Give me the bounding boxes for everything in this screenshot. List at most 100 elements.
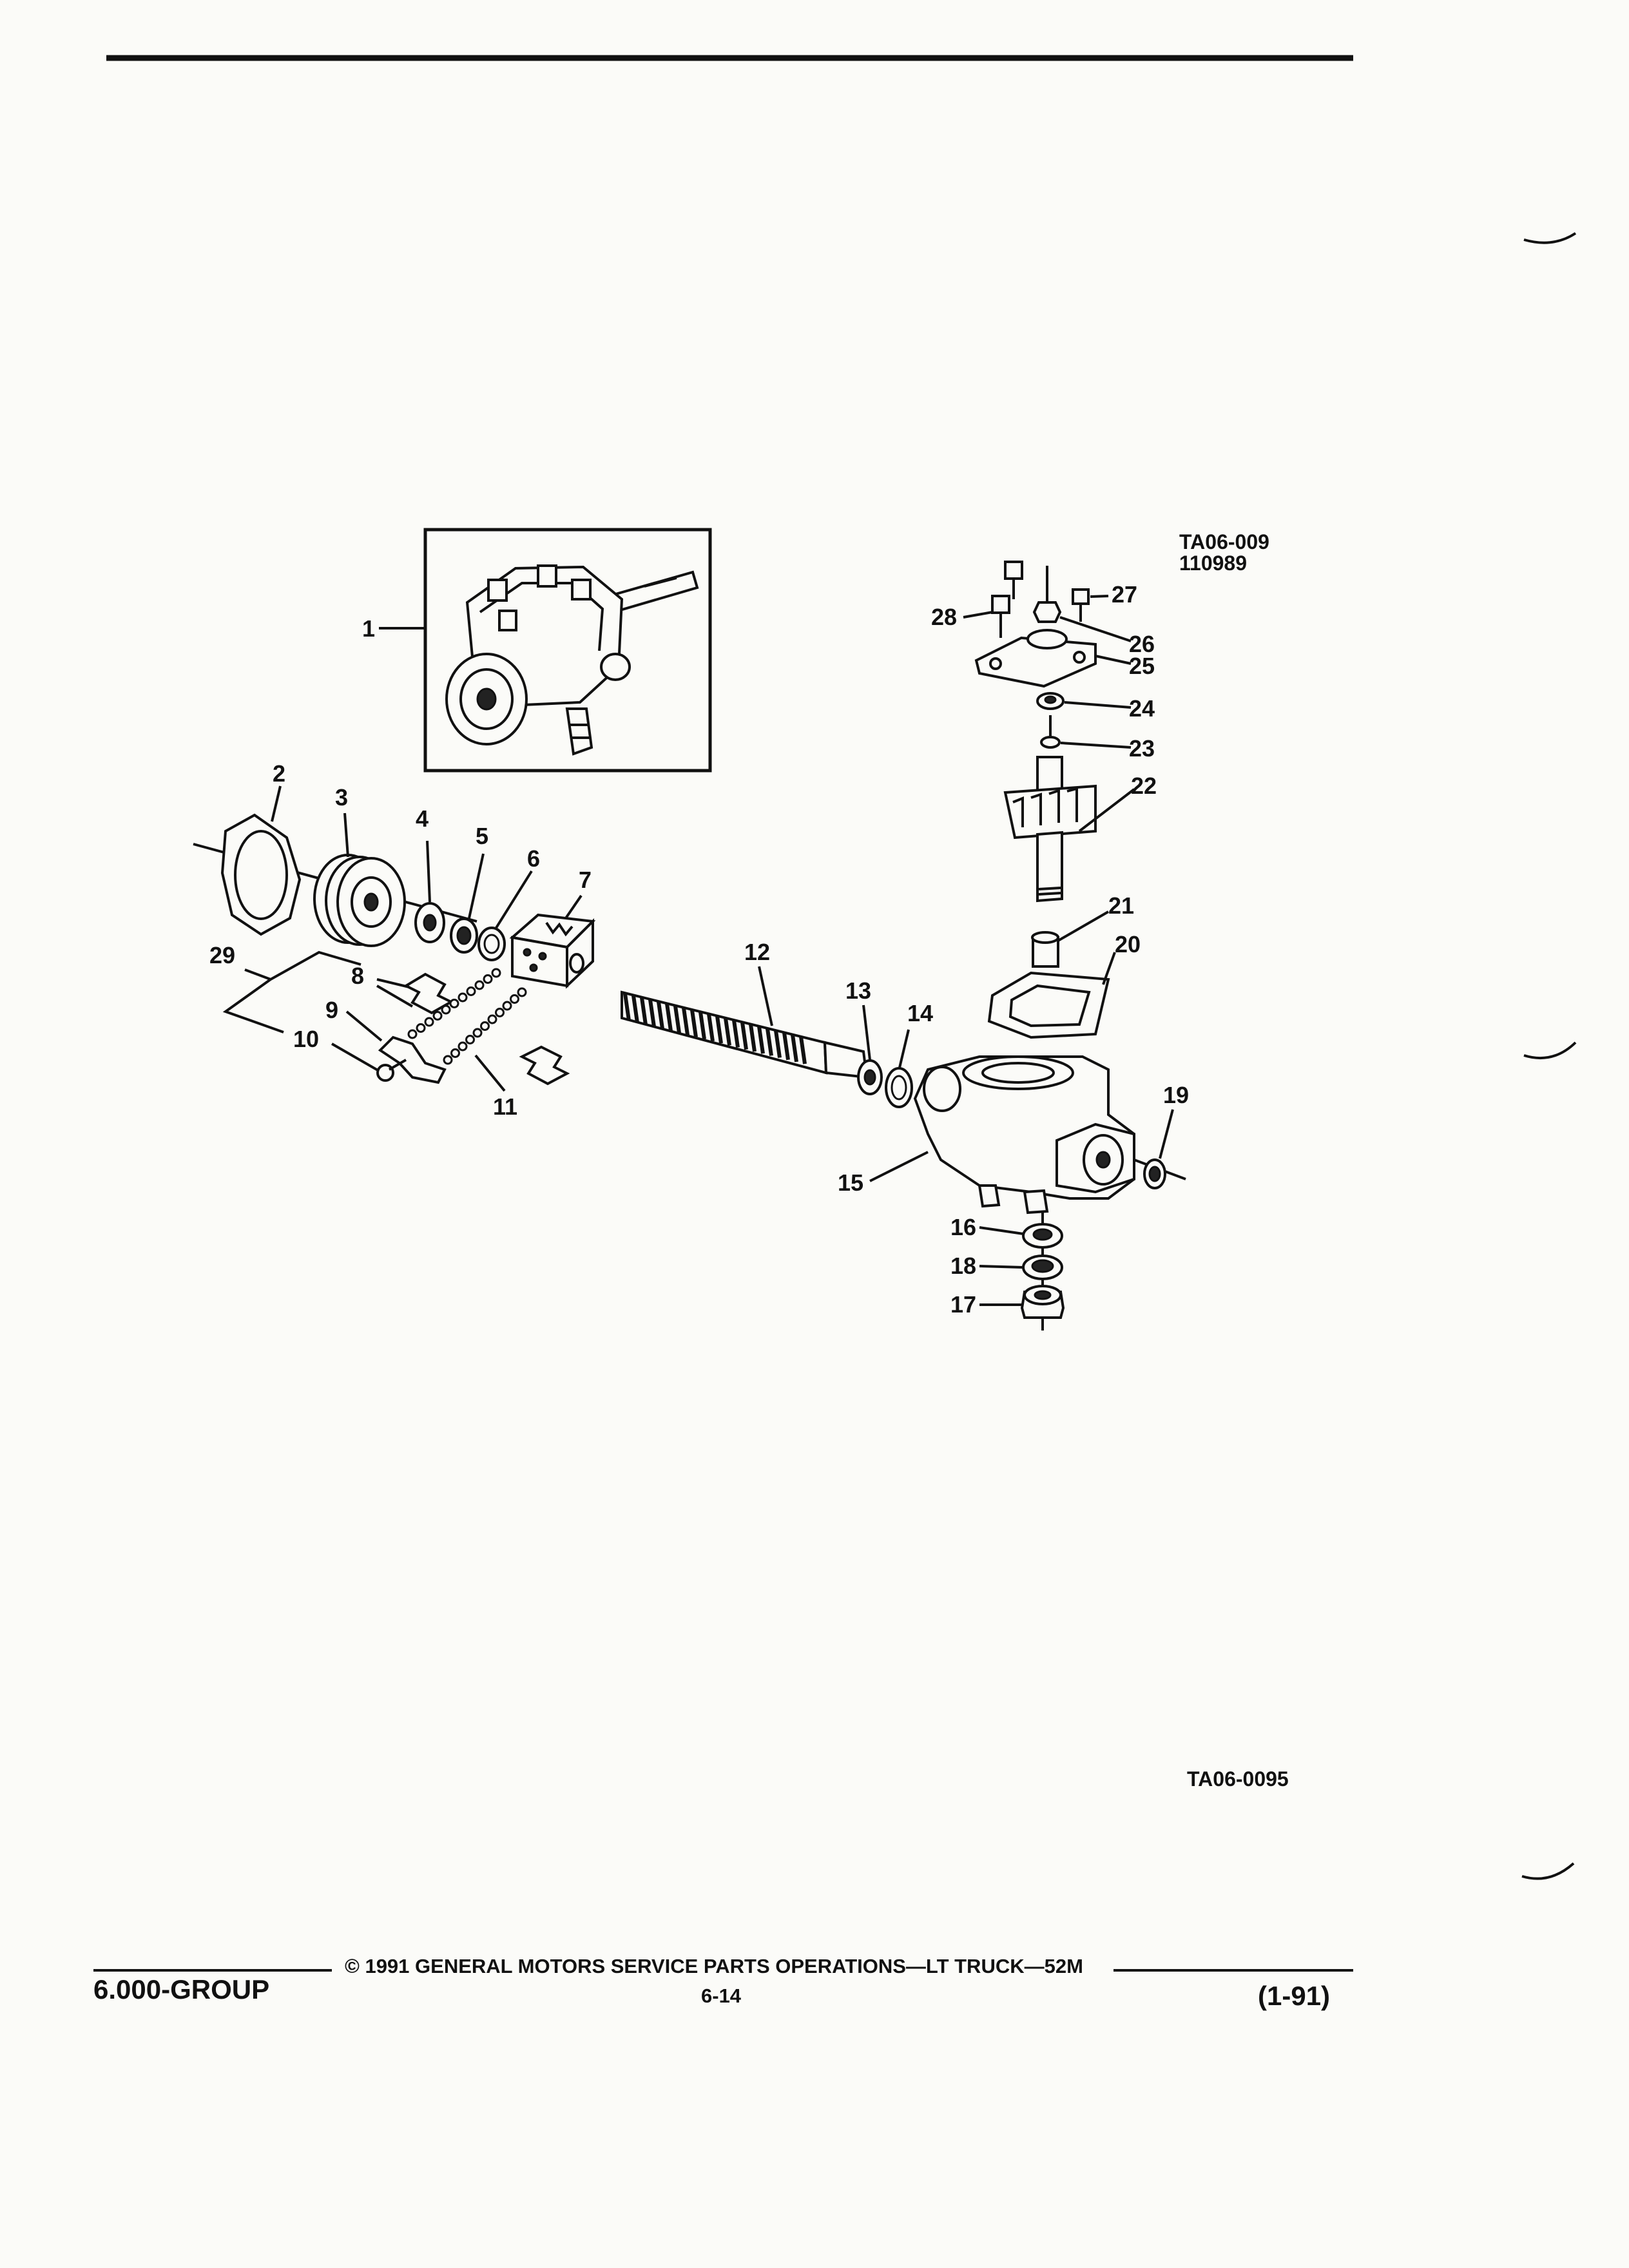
part-3-adjuster-plug xyxy=(313,854,406,947)
binding-mark-2 xyxy=(1523,1041,1577,1060)
callout-20: 20 xyxy=(1115,931,1141,957)
ball xyxy=(443,1055,453,1065)
leader-25 xyxy=(1095,655,1132,665)
ball-chain-lower xyxy=(443,987,527,1065)
worm-thread xyxy=(774,1030,782,1059)
ball xyxy=(491,968,501,978)
part-23-washer xyxy=(1040,715,1061,749)
ball xyxy=(449,999,459,1008)
ball xyxy=(474,980,485,990)
ball xyxy=(416,1023,426,1033)
leader-28 xyxy=(963,611,993,619)
leader-23 xyxy=(1060,742,1132,749)
ball xyxy=(466,986,476,996)
worm-thread xyxy=(799,1036,807,1064)
part-9-clamp xyxy=(378,1035,447,1084)
callout-11: 11 xyxy=(493,1093,517,1120)
part-5-washer xyxy=(450,918,478,954)
ball xyxy=(517,987,527,997)
ball xyxy=(472,1028,483,1038)
worm-thread xyxy=(740,1022,748,1050)
leader-21 xyxy=(1057,910,1109,942)
callout-13: 13 xyxy=(845,977,871,1004)
part-10-screw xyxy=(376,1059,407,1082)
leader-5 xyxy=(468,853,485,919)
ball xyxy=(424,1017,434,1027)
callout-23: 23 xyxy=(1129,735,1155,762)
part-19-seal xyxy=(1133,1158,1186,1189)
leader-7 xyxy=(564,894,583,919)
callout-27: 27 xyxy=(1112,581,1137,608)
worm-thread xyxy=(657,1001,664,1030)
callout-26: 26 xyxy=(1129,631,1155,657)
worm-thread xyxy=(749,1024,757,1052)
part-7-block xyxy=(509,913,596,989)
callout-4: 4 xyxy=(416,805,429,832)
worm-thread xyxy=(665,1003,673,1032)
ball xyxy=(441,1004,451,1015)
leader-18 xyxy=(979,1265,1024,1269)
binding-mark-3 xyxy=(1521,1862,1575,1880)
part-2-locknut xyxy=(220,813,302,936)
ball xyxy=(483,974,493,984)
part-26-nut xyxy=(1032,601,1062,623)
leader-24 xyxy=(1064,701,1132,709)
worm-thread xyxy=(699,1012,706,1040)
part-27-screw xyxy=(1072,588,1090,622)
ball xyxy=(502,1001,512,1011)
part-25-side-cover xyxy=(974,629,1097,688)
worm-thread xyxy=(640,997,648,1025)
ball xyxy=(487,1014,497,1024)
worm-thread xyxy=(782,1032,790,1061)
part-6-ring xyxy=(477,927,506,961)
callout-3: 3 xyxy=(335,784,348,811)
ball xyxy=(510,994,519,1004)
leader-9 xyxy=(345,1010,383,1042)
callout-1: 1 xyxy=(362,615,375,642)
leader-27 xyxy=(1090,595,1109,598)
ref-code-2: 110989 xyxy=(1179,552,1247,575)
part-20-gasket xyxy=(987,971,1110,1039)
leader-26 xyxy=(1059,616,1132,642)
ball xyxy=(465,1035,475,1044)
leader-3 xyxy=(343,812,349,858)
worm-thread xyxy=(682,1007,689,1035)
part-24-nut xyxy=(1036,692,1065,710)
leader-19 xyxy=(1159,1109,1174,1159)
part-14-race xyxy=(885,1067,913,1108)
callout-21: 21 xyxy=(1108,892,1134,919)
callout-15: 15 xyxy=(838,1169,863,1196)
inset-frame xyxy=(423,528,712,773)
callout-16: 16 xyxy=(950,1214,976,1240)
worm-thread xyxy=(732,1020,740,1048)
worm-thread xyxy=(715,1015,723,1044)
binding-mark-1 xyxy=(1523,232,1577,244)
leader-20 xyxy=(1102,952,1116,985)
leader-8a xyxy=(376,978,410,988)
callout-12: 12 xyxy=(744,939,770,965)
worm-thread xyxy=(673,1005,681,1033)
worm-thread xyxy=(631,995,639,1023)
leader-15 xyxy=(869,1151,929,1182)
callout-28: 28 xyxy=(931,604,957,630)
part-15-housing xyxy=(913,1055,1135,1215)
callout-25: 25 xyxy=(1129,653,1155,679)
part-4-bearing xyxy=(414,902,445,943)
worm-thread xyxy=(623,993,631,1021)
callout-5: 5 xyxy=(476,823,488,849)
part-18-washer xyxy=(1022,1254,1063,1280)
leader-22 xyxy=(1078,788,1135,832)
part-16-seal xyxy=(1022,1223,1063,1249)
ball xyxy=(432,1011,443,1021)
callout-14: 14 xyxy=(907,1000,933,1026)
leader-12 xyxy=(758,966,773,1026)
footer-copyright: © 1991 GENERAL MOTORS SERVICE PARTS OPER… xyxy=(345,1955,1083,1977)
ball xyxy=(407,1029,418,1039)
leader-4 xyxy=(426,840,431,903)
footer-group: 6.000-GROUP xyxy=(93,1974,269,2004)
part-22-pitman-shaft xyxy=(1003,756,1097,903)
ref-code-1: TA06-009 xyxy=(1179,530,1269,553)
worm-thread xyxy=(648,999,656,1028)
ball xyxy=(495,1008,505,1017)
